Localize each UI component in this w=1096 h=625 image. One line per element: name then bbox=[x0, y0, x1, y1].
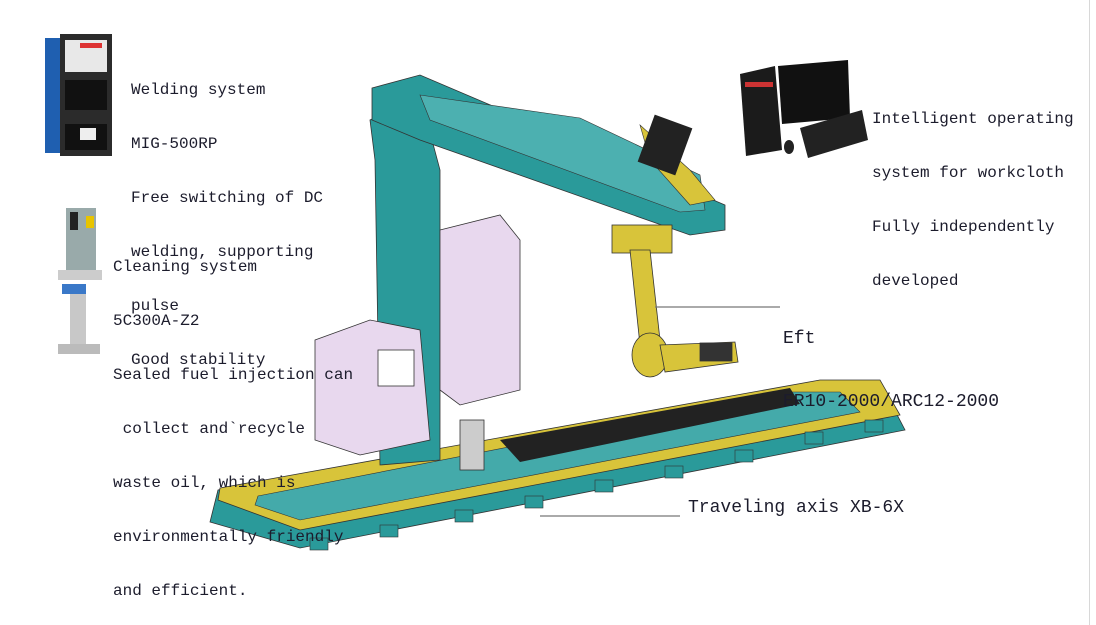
operating-line: Fully independently bbox=[872, 218, 1055, 236]
operating-system-description: Intelligent operating system for workclo… bbox=[872, 74, 1074, 308]
welding-machine-image bbox=[45, 34, 112, 156]
welding-model: MIG-500RP bbox=[131, 135, 218, 153]
robot-brand: Eft bbox=[783, 329, 816, 349]
cleaning-line: waste oil, which is bbox=[113, 474, 296, 492]
welding-system-description: Welding system MIG-500RP Free switching … bbox=[131, 45, 323, 387]
cleaning-title: Cleaning system bbox=[113, 258, 258, 276]
cleaning-line: and efficient. bbox=[113, 582, 248, 600]
cleaning-system-description: Cleaning system 5C300A-Z2 Sealed fuel in… bbox=[113, 222, 353, 618]
welding-robot-arm bbox=[611, 224, 739, 378]
welding-line: welding, supporting bbox=[131, 243, 314, 261]
operating-line: system for workcloth bbox=[872, 164, 1065, 182]
cleaning-line: environmentally friendly bbox=[113, 528, 344, 546]
welding-title: Welding system bbox=[131, 81, 266, 99]
welding-line: Free switching of DC bbox=[131, 189, 324, 207]
operating-line: developed bbox=[872, 272, 959, 290]
cleaning-model: 5C300A-Z2 bbox=[113, 312, 200, 330]
welding-line: pulse bbox=[131, 297, 180, 315]
operating-line: Intelligent operating bbox=[872, 110, 1074, 128]
welding-line: Good stability bbox=[131, 351, 266, 369]
robot-model: ER10-2000/ARC12-2000 bbox=[783, 392, 1000, 412]
traveling-axis-label: Traveling axis XB-6X bbox=[688, 498, 905, 518]
computer-image bbox=[740, 60, 868, 158]
robot-description: Eft ER10-2000/ARC12-2000 bbox=[783, 287, 999, 434]
cleaning-station-image bbox=[58, 208, 102, 354]
positioner-cabinets bbox=[314, 214, 521, 471]
traveling-axis-rail bbox=[209, 379, 906, 551]
page-border-line bbox=[1089, 0, 1090, 625]
cleaning-line: collect and`recycle bbox=[113, 420, 306, 438]
cleaning-line: Sealed fuel injection can bbox=[113, 366, 354, 384]
